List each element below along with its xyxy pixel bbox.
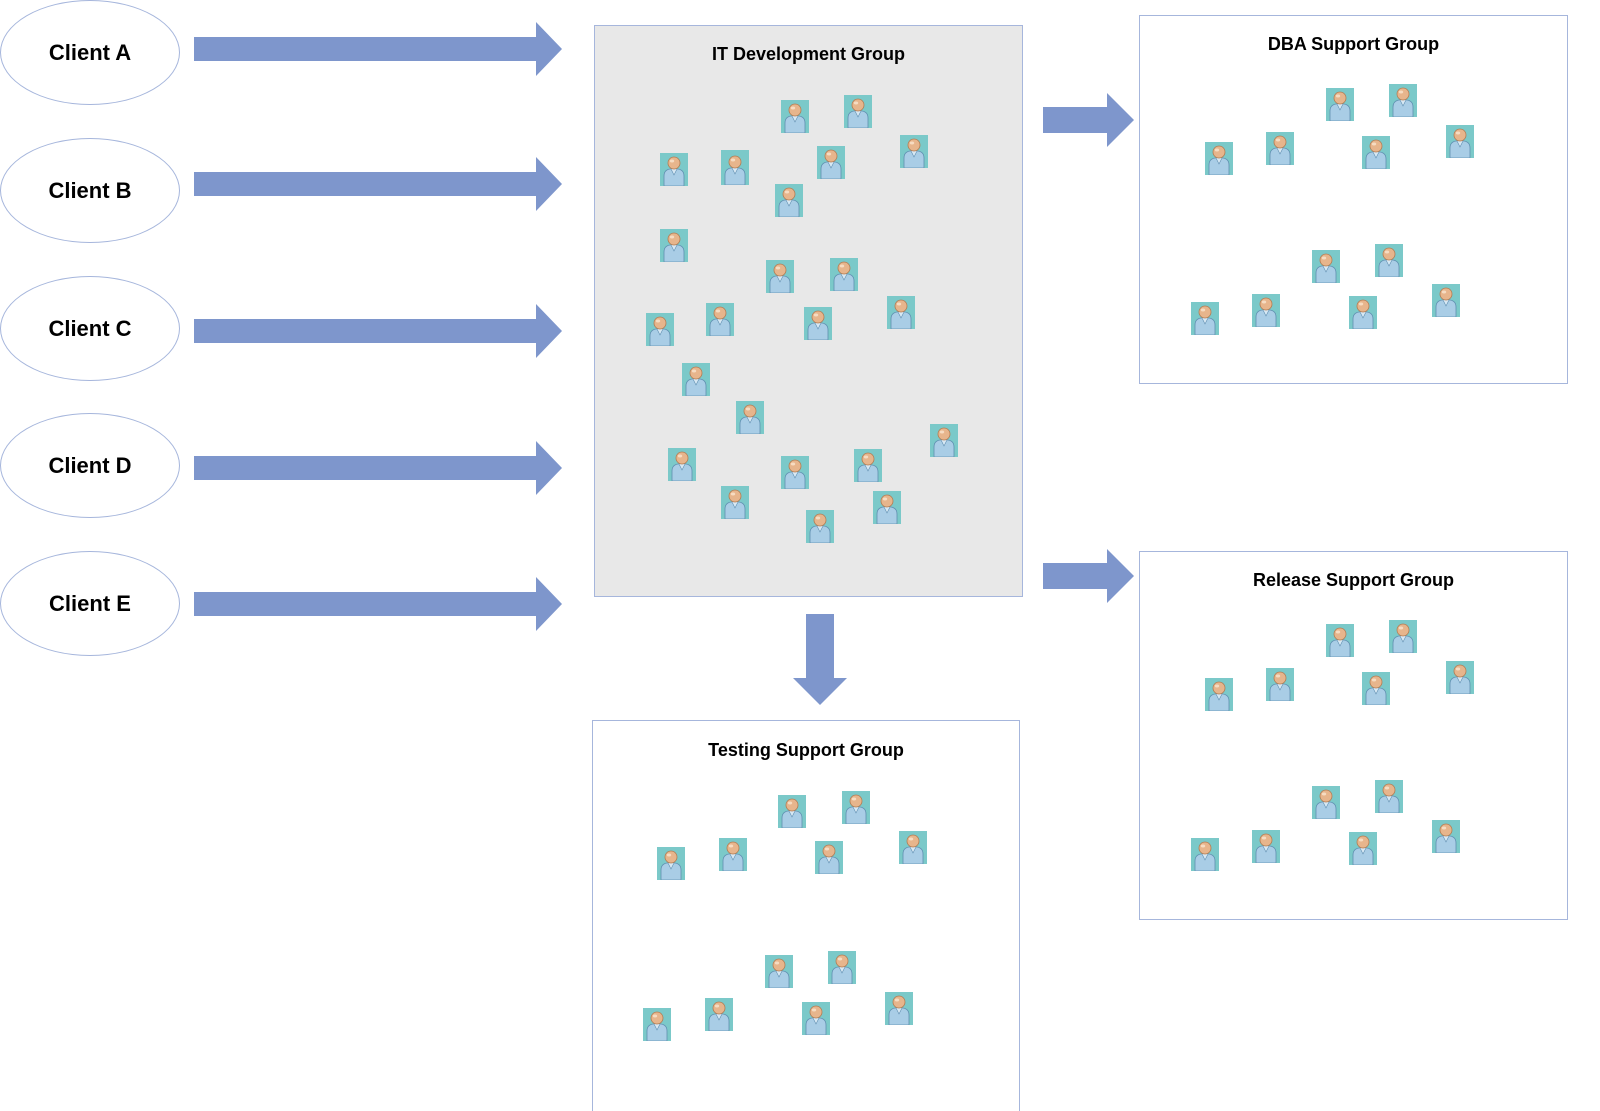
person-icon bbox=[885, 992, 913, 1026]
person-icon bbox=[802, 1002, 830, 1036]
person-icon bbox=[1252, 294, 1280, 328]
person-icon bbox=[1252, 830, 1280, 864]
person-icon bbox=[887, 296, 915, 330]
person-icon bbox=[1446, 661, 1474, 695]
person-icon bbox=[1326, 88, 1354, 122]
person-icon bbox=[736, 401, 764, 435]
person-icon bbox=[1326, 624, 1354, 658]
person-icon bbox=[646, 313, 674, 347]
person-icon bbox=[1312, 786, 1340, 820]
client-label: Client E bbox=[49, 590, 131, 616]
person-icon bbox=[1349, 832, 1377, 866]
client-label: Client C bbox=[48, 315, 132, 341]
person-icon bbox=[1205, 142, 1233, 176]
person-icon bbox=[682, 363, 710, 397]
person-icon bbox=[1349, 296, 1377, 330]
person-icon bbox=[828, 951, 856, 985]
person-icon bbox=[765, 955, 793, 989]
dba-support-group: DBA Support Group bbox=[1139, 15, 1568, 384]
person-icon bbox=[830, 258, 858, 292]
testing-support-group: Testing Support Group bbox=[592, 720, 1020, 1111]
person-icon bbox=[1362, 672, 1390, 706]
person-icon bbox=[1432, 284, 1460, 318]
person-icon bbox=[806, 510, 834, 544]
person-icon bbox=[668, 448, 696, 482]
person-icon bbox=[1375, 244, 1403, 278]
person-icon bbox=[815, 841, 843, 875]
person-icon bbox=[817, 146, 845, 180]
person-icon bbox=[775, 184, 803, 218]
group-title: IT Development Group bbox=[711, 44, 906, 64]
person-icon bbox=[660, 229, 688, 263]
arrow-client-d-to-it bbox=[194, 441, 562, 495]
person-icon bbox=[1266, 668, 1294, 702]
arrow-it-to-release bbox=[1043, 549, 1134, 603]
person-icon bbox=[643, 1008, 671, 1042]
person-icon bbox=[778, 795, 806, 829]
person-icon bbox=[854, 449, 882, 483]
client-label: Client D bbox=[48, 452, 132, 478]
person-icon bbox=[900, 135, 928, 169]
person-icon bbox=[1362, 136, 1390, 170]
person-icon bbox=[781, 100, 809, 134]
person-icon bbox=[1432, 820, 1460, 854]
person-icon bbox=[781, 456, 809, 490]
person-icon bbox=[1446, 125, 1474, 159]
client-b: Client B bbox=[0, 138, 180, 243]
person-icon bbox=[1375, 780, 1403, 814]
arrow-client-c-to-it bbox=[194, 304, 562, 358]
person-icon bbox=[1191, 838, 1219, 872]
person-icon bbox=[1312, 250, 1340, 284]
person-icon bbox=[719, 838, 747, 872]
person-icon bbox=[706, 303, 734, 337]
arrow-client-a-to-it bbox=[194, 22, 562, 76]
client-c: Client C bbox=[0, 276, 180, 381]
person-icon bbox=[1205, 678, 1233, 712]
person-icon bbox=[657, 847, 685, 881]
arrow-client-b-to-it bbox=[194, 157, 562, 211]
it-development-group: IT Development Group bbox=[594, 25, 1023, 597]
person-icon bbox=[721, 152, 749, 186]
arrow-client-e-to-it bbox=[194, 577, 562, 631]
client-label: Client A bbox=[48, 39, 132, 65]
person-icon bbox=[1389, 84, 1417, 118]
client-label: Client B bbox=[48, 177, 132, 203]
person-icon bbox=[766, 260, 794, 294]
person-icon bbox=[660, 153, 688, 187]
release-support-group: Release Support Group bbox=[1139, 551, 1568, 920]
client-a: Client A bbox=[0, 0, 180, 105]
person-icon bbox=[804, 307, 832, 341]
group-title: Testing Support Group bbox=[708, 740, 904, 760]
person-icon bbox=[1266, 132, 1294, 166]
person-icon bbox=[842, 791, 870, 825]
group-title: Release Support Group bbox=[1252, 570, 1455, 590]
person-icon bbox=[1191, 302, 1219, 336]
person-icon bbox=[930, 424, 958, 458]
person-icon bbox=[899, 831, 927, 865]
person-icon bbox=[705, 998, 733, 1032]
person-icon bbox=[721, 486, 749, 520]
person-icon bbox=[844, 95, 872, 129]
arrow-it-to-dba bbox=[1043, 93, 1134, 147]
group-title: DBA Support Group bbox=[1267, 34, 1440, 54]
person-icon bbox=[873, 491, 901, 525]
client-e: Client E bbox=[0, 551, 180, 656]
client-d: Client D bbox=[0, 413, 180, 518]
person-icon bbox=[1389, 620, 1417, 654]
arrow-it-to-testing bbox=[793, 614, 847, 705]
